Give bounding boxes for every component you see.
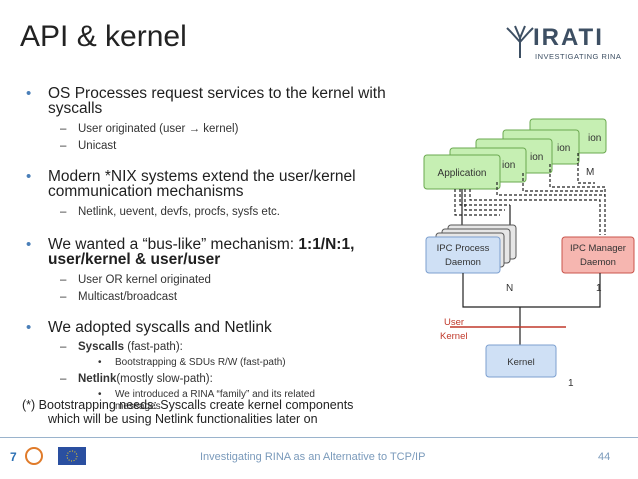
footer-title: Investigating RINA as an Alternative to …	[200, 451, 426, 463]
logo-word: IRATI	[533, 24, 604, 51]
sub-bullet: –Netlink, uevent, devfs, procfs, sysfs e…	[60, 206, 280, 218]
one-label-bottom: 1	[568, 378, 574, 389]
bullet-1: OS Processes request services to the ker…	[20, 86, 400, 117]
sub-sub-bullet-cont: messages	[115, 401, 161, 412]
svg-text:Daemon: Daemon	[580, 257, 616, 268]
bullet-4: We adopted syscalls and Netlink	[20, 320, 400, 336]
architecture-diagram: ion ion ion ion Application	[410, 115, 638, 435]
svg-text:Kernel: Kernel	[507, 357, 534, 368]
app-label: ion	[557, 143, 570, 154]
sub-bullet: –Unicast	[60, 140, 117, 152]
diagram-svg: ion ion ion ion Application	[423, 118, 635, 389]
bus-lines	[462, 273, 601, 345]
footer-divider	[0, 437, 638, 438]
logo-tagline: INVESTIGATING RINA	[535, 52, 622, 61]
app-label: ion	[588, 133, 601, 144]
footnote: (*) Bootstrapping needs: Syscalls create…	[22, 398, 354, 426]
svg-text:7: 7	[10, 450, 17, 464]
sub-bullet: –Netlink(mostly slow-path):	[60, 373, 213, 385]
fp7-logo-icon: 7	[10, 447, 86, 465]
kernel-box: Kernel	[485, 344, 557, 378]
irati-logo: IRATI INVESTIGATING RINA	[505, 20, 625, 68]
n-label: N	[506, 283, 513, 294]
dashed-connectors	[454, 153, 606, 235]
sub-bullet: –Syscalls (fast-path):	[60, 341, 183, 353]
app-box-front: Application	[423, 154, 501, 190]
sub-sub-bullet: •We introduced a RINA “family” and its r…	[98, 389, 315, 400]
sub-bullet: –Multicast/broadcast	[60, 291, 178, 303]
bullet-2: Modern *NIX systems extend the user/kern…	[20, 169, 400, 200]
slide-title: API & kernel	[20, 20, 187, 53]
kernel-label: Kernel	[440, 331, 467, 342]
tree-icon	[506, 25, 534, 58]
ipc-manager-box: IPC Manager Daemon	[561, 236, 635, 274]
app-label: ion	[502, 160, 515, 171]
funding-logos: 7	[8, 445, 90, 467]
ipc-process-box: IPC Process Daemon	[425, 236, 501, 274]
app-label: ion	[530, 152, 543, 163]
svg-text:IPC Manager: IPC Manager	[570, 243, 626, 254]
page-number: 44	[598, 451, 611, 463]
sub-sub-bullet: •Bootstrapping & SDUs R/W (fast-path)	[98, 357, 286, 368]
m-label: M	[586, 167, 594, 178]
bullet-list: OS Processes request services to the ker…	[20, 86, 400, 413]
svg-text:IPC Process: IPC Process	[437, 243, 490, 254]
application-label: Application	[438, 168, 487, 179]
one-label-top: 1	[596, 283, 602, 294]
sub-bullet: –User originated (user → kernel)	[60, 123, 239, 135]
bullet-3: We wanted a “bus-like” mechanism: 1:1/N:…	[20, 237, 400, 268]
user-label: User	[444, 317, 464, 328]
sub-bullet: –User OR kernel originated	[60, 274, 211, 286]
svg-text:Daemon: Daemon	[445, 257, 481, 268]
